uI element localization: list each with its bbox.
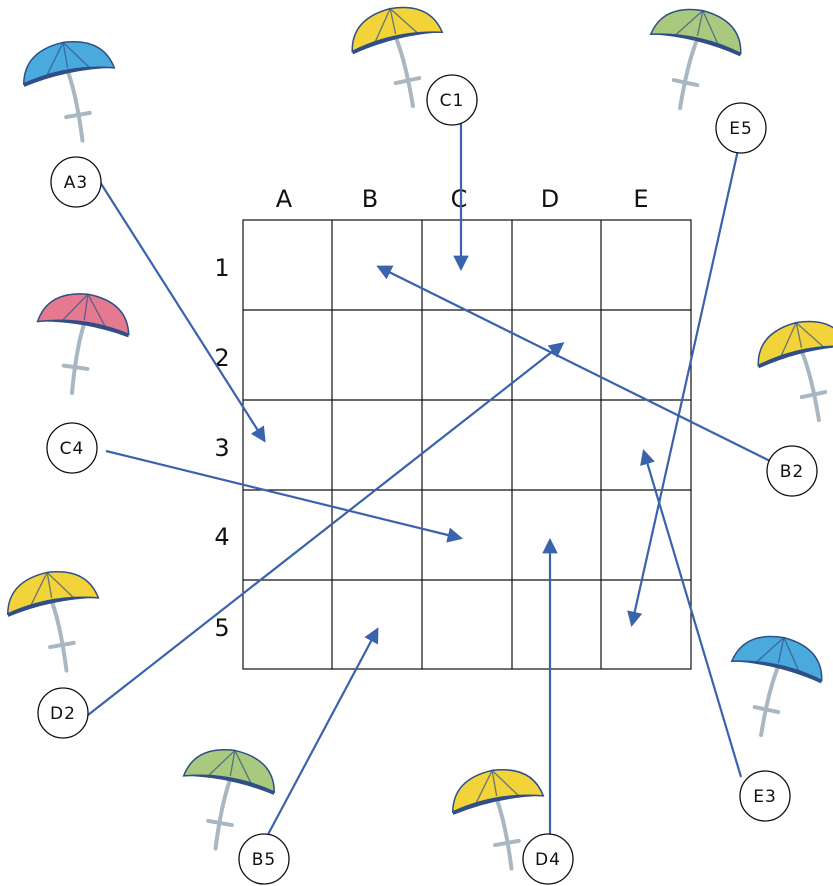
label-b5-text: B5 (252, 850, 276, 870)
label-d4: D4 (523, 834, 573, 884)
arrow-b5 (264, 630, 377, 842)
umbrella-icon (751, 313, 833, 430)
label-a3-text: A3 (64, 173, 88, 193)
label-c4: C4 (47, 423, 97, 473)
arrow-e3 (644, 452, 741, 777)
label-c4-text: C4 (60, 439, 85, 459)
label-b5: B5 (239, 834, 289, 884)
arrow-a3 (100, 182, 264, 440)
column-header-c: C (451, 185, 468, 213)
grid-border (243, 220, 691, 669)
row-header-4: 4 (214, 523, 229, 551)
label-e5: E5 (716, 103, 766, 153)
label-d4-text: D4 (535, 850, 561, 870)
label-e5-text: E5 (729, 119, 753, 139)
label-a3: A3 (51, 157, 101, 207)
label-b2: B2 (767, 446, 817, 496)
umbrella-icon (637, 1, 748, 118)
umbrella-icon (18, 34, 126, 148)
column-header-e: E (633, 185, 648, 213)
label-d2-text: D2 (50, 704, 76, 724)
pointer-arrows (88, 124, 770, 842)
label-d2: D2 (38, 688, 88, 738)
arrow-e5 (632, 150, 738, 624)
label-e3: E3 (740, 771, 790, 821)
column-header-a: A (276, 185, 293, 213)
column-header-d: D (541, 185, 559, 213)
umbrella-icon (2, 564, 110, 678)
column-header-b: B (362, 185, 378, 213)
umbrella-icon (28, 288, 133, 400)
grid (243, 220, 691, 669)
row-header-1: 1 (214, 254, 229, 282)
column-headers: A B C D E (276, 185, 649, 213)
label-e3-text: E3 (753, 787, 777, 807)
row-header-2: 2 (214, 344, 229, 372)
coordinate-labels: A3 C1 E5 C4 B2 D2 E3 B5 (38, 75, 817, 884)
label-c1: C1 (427, 75, 477, 125)
row-header-3: 3 (214, 434, 229, 462)
arrow-b2 (379, 267, 770, 461)
label-b2-text: B2 (780, 462, 804, 482)
row-headers: 1 2 3 4 5 (214, 254, 229, 642)
umbrella-icon (718, 628, 829, 745)
row-header-5: 5 (214, 614, 229, 642)
label-c1-text: C1 (440, 91, 465, 111)
